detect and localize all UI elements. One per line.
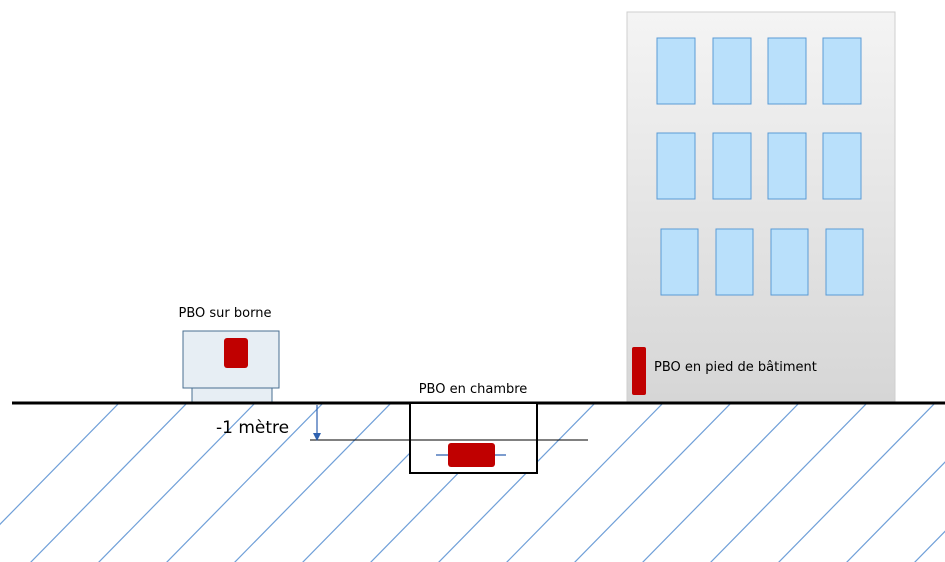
building-window <box>712 132 752 200</box>
hatch-line <box>30 403 188 562</box>
depth-arrow-head <box>313 433 321 441</box>
hatch-line <box>438 403 596 562</box>
pbo-chamber-box <box>448 443 495 467</box>
building-window <box>660 228 699 296</box>
hatch-line <box>0 403 120 526</box>
pbo-chamber: PBO en chambre <box>310 382 588 474</box>
hatch-line <box>234 403 392 562</box>
hatch-line <box>710 403 868 562</box>
hatch-line <box>574 403 732 562</box>
building-window <box>767 132 807 200</box>
hatch-line <box>778 403 936 562</box>
building-windows <box>656 37 864 296</box>
building-window <box>825 228 864 296</box>
building-window <box>656 132 696 200</box>
pbo-pedestal-label: PBO sur borne <box>179 306 272 321</box>
building-window <box>712 37 752 105</box>
pbo-pedestal-box <box>224 338 248 368</box>
pedestal-base <box>191 387 273 404</box>
building-window <box>715 228 754 296</box>
hatch-line <box>98 403 256 562</box>
depth-indicator: -1 mètre <box>216 405 321 441</box>
hatch-line <box>846 461 945 562</box>
hatch-line <box>642 403 800 562</box>
pbo-building-label: PBO en pied de bâtiment <box>654 360 817 375</box>
hatch-line <box>914 530 945 562</box>
building-window <box>770 228 809 296</box>
building-window <box>822 132 862 200</box>
hatch-line <box>166 403 324 562</box>
hatch-line <box>506 403 664 562</box>
depth-label: -1 mètre <box>216 418 289 438</box>
building-window <box>656 37 696 105</box>
building-window <box>767 37 807 105</box>
pbo-chamber-label: PBO en chambre <box>419 382 528 397</box>
building-window <box>822 37 862 105</box>
pbo-pedestal: PBO sur borne <box>179 306 280 404</box>
building: PBO en pied de bâtiment <box>626 11 896 403</box>
pbo-building-box <box>632 347 646 395</box>
